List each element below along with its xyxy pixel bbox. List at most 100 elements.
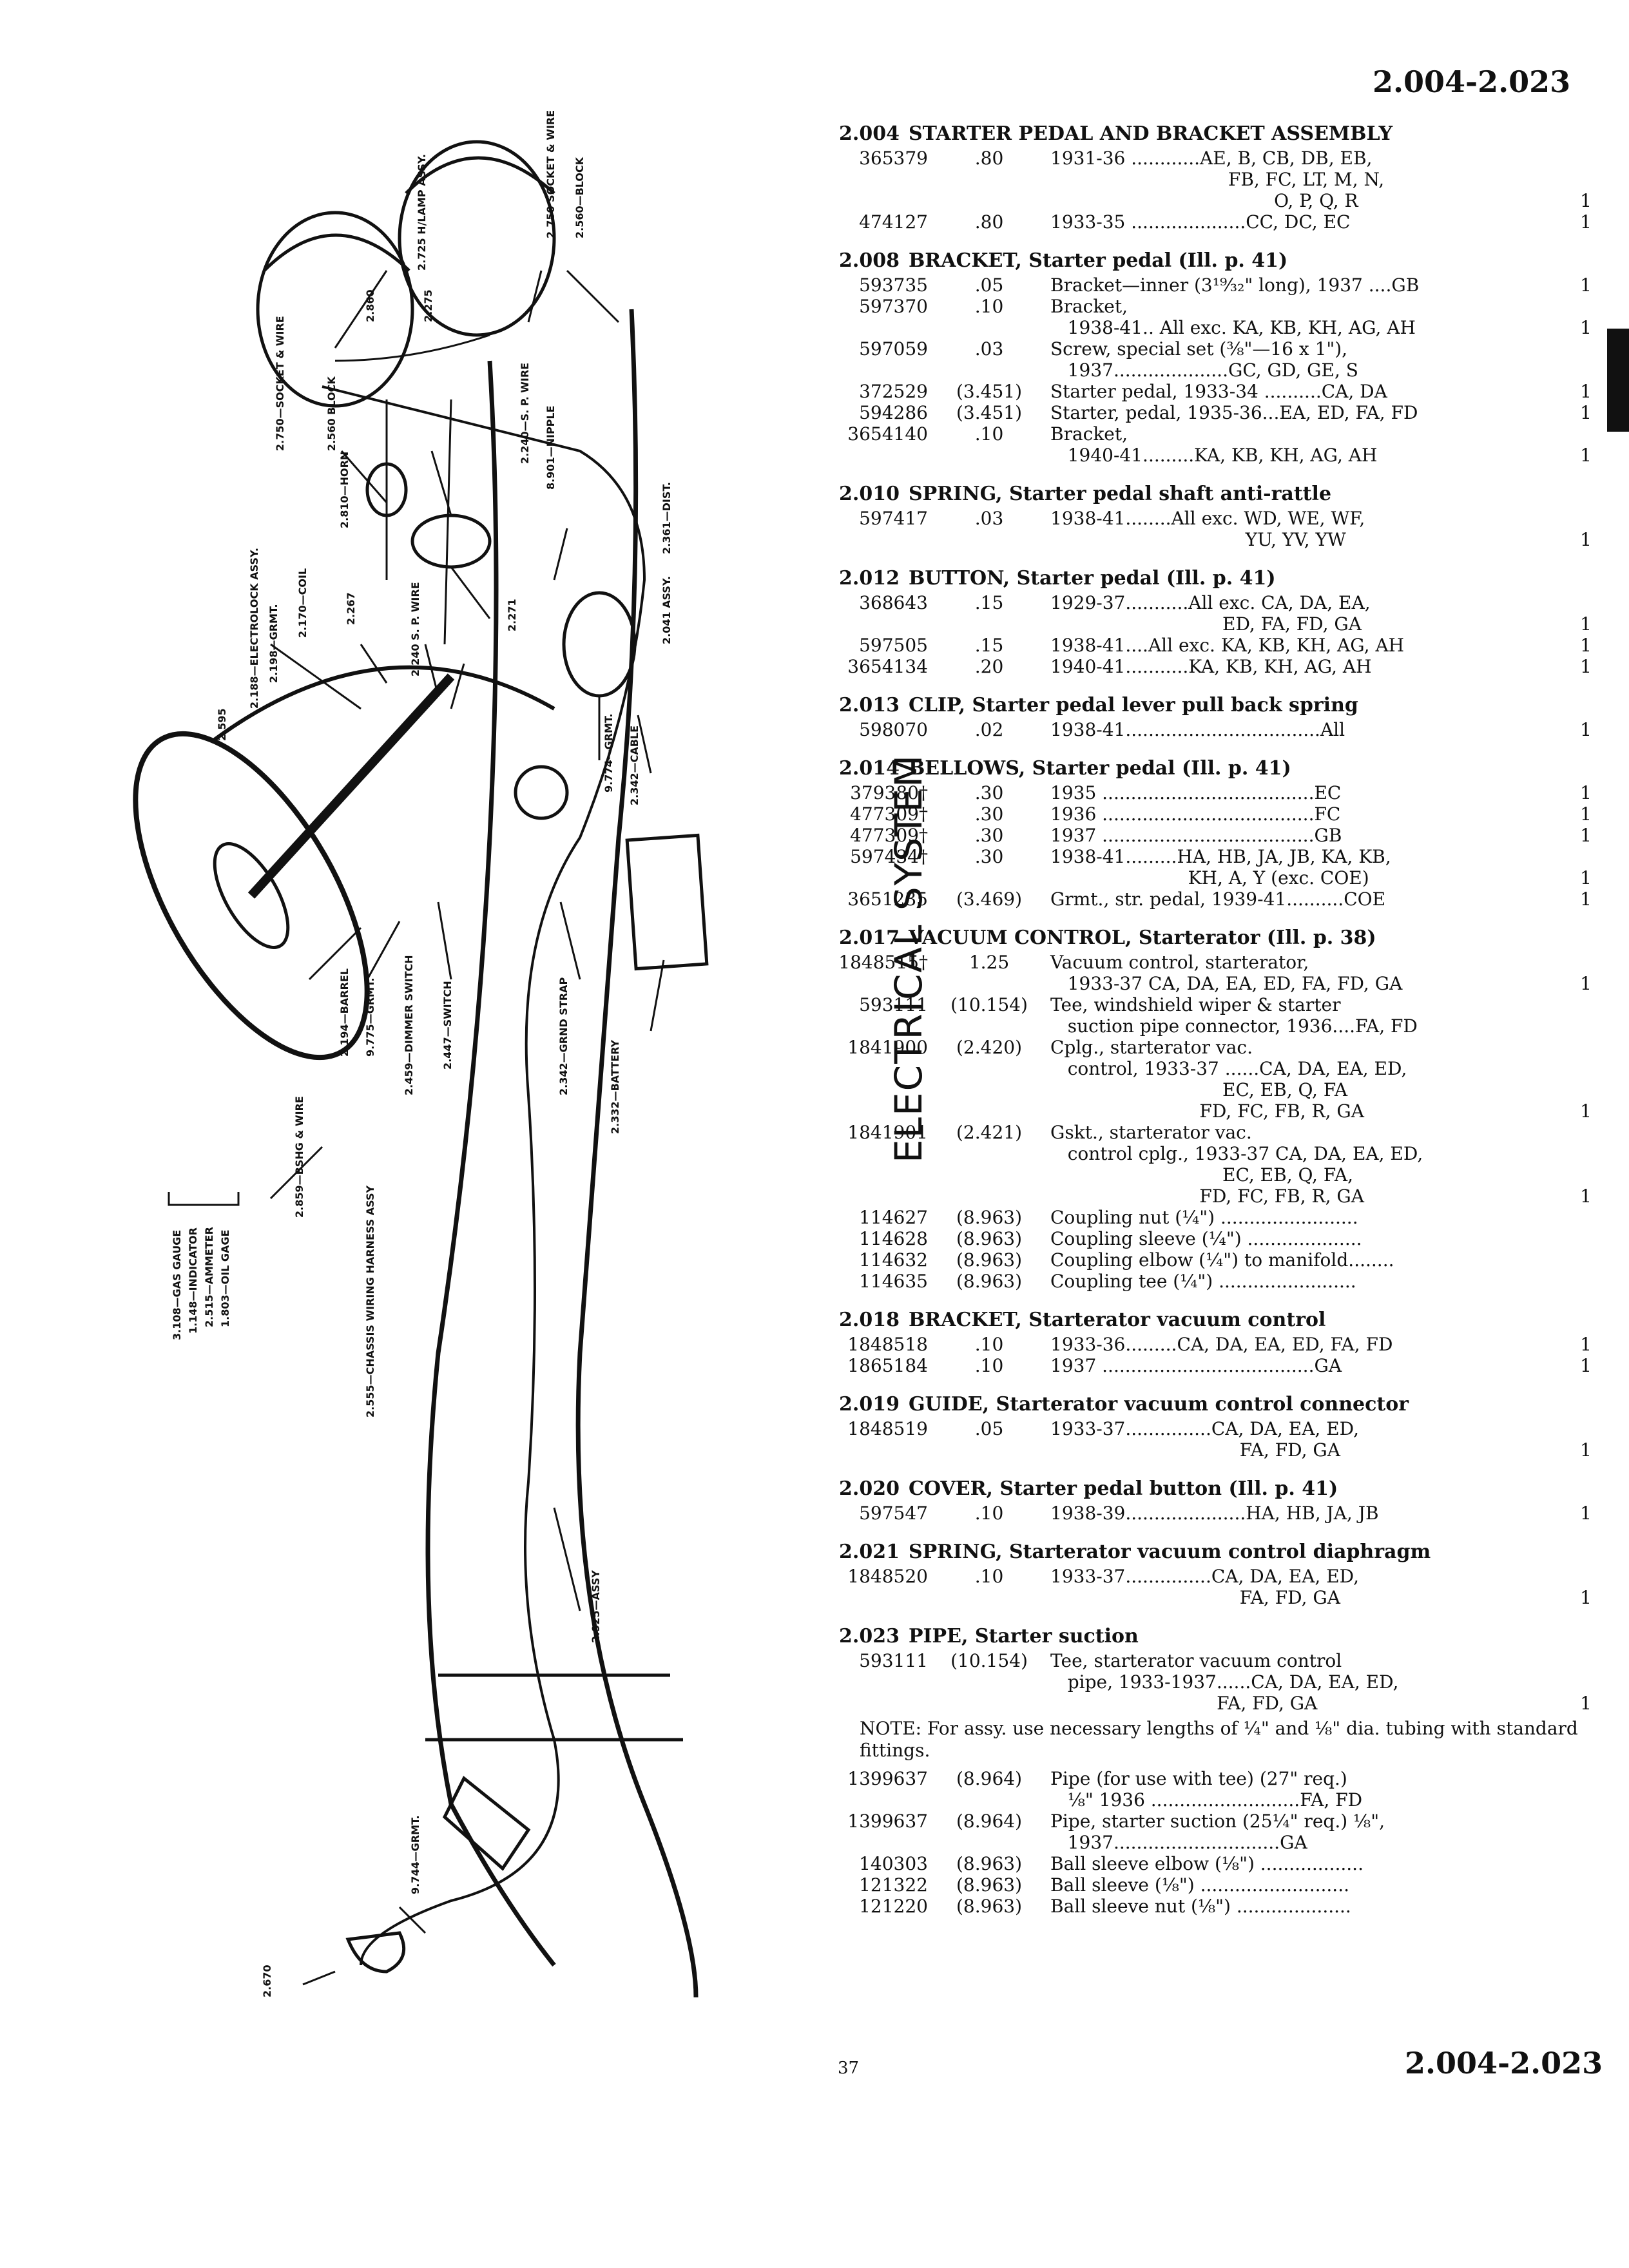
part-number	[831, 1693, 928, 1714]
diagram-label: 2.271	[506, 599, 518, 631]
page-range-footer: 2.004-2.023	[1405, 2046, 1603, 2081]
price: (8.963)	[956, 1207, 1022, 1228]
diagram-label: 2.447—SWITCH	[441, 981, 454, 1070]
price: .10	[974, 296, 1004, 317]
part-row: FB, FC, LT, M, N,	[831, 169, 1592, 190]
quantity	[1547, 508, 1592, 529]
part-number	[831, 190, 928, 211]
quantity	[1547, 423, 1592, 445]
part-number: 365379	[859, 148, 928, 169]
quantity	[1547, 1832, 1592, 1853]
quantity: 1	[1580, 782, 1592, 803]
quantity	[1547, 952, 1592, 973]
description: Starter pedal, 1933-34 ..........CA, DA	[1050, 381, 1387, 402]
quantity: 1	[1580, 889, 1592, 910]
price: .03	[974, 338, 1004, 360]
diagram-label: 2.555—CHASSIS WIRING HARNESS ASSY	[364, 1186, 376, 1418]
price	[928, 1143, 1050, 1164]
description: 1937....................GC, GD, GE, S	[1050, 360, 1358, 381]
description: KH, A, Y (exc. COE)	[1050, 867, 1369, 889]
price: .05	[974, 274, 1004, 296]
description: O, P, Q, R	[1050, 190, 1358, 211]
part-number	[831, 1439, 928, 1461]
part-number: 114632	[859, 1249, 928, 1271]
section-title: BRACKET, Starter pedal (Ill. p. 41)	[908, 249, 1288, 272]
section-title: VACUUM CONTROL, Starterator (Ill. p. 38)	[908, 927, 1376, 949]
diagram-label: 2.560—BLOCK	[574, 157, 586, 238]
diagram-label: 2.859—BSHG & WIRE	[293, 1096, 305, 1218]
quantity: 1	[1580, 211, 1592, 233]
quantity: 1	[1580, 1355, 1592, 1376]
description: ED, FA, FD, GA	[1050, 613, 1362, 635]
part-number	[831, 1164, 928, 1186]
section-number: 2.014	[839, 757, 900, 780]
section-title: SPRING, Starterator vacuum control diaph…	[908, 1541, 1431, 1563]
diagram-label: 2.342—CABLE	[628, 726, 641, 805]
part-number: 3654134	[847, 656, 928, 677]
part-row: 140303(8.963)Ball sleeve elbow (⅛") ....…	[831, 1853, 1592, 1874]
part-number: 597370	[859, 296, 928, 317]
description: FA, FD, GA	[1050, 1693, 1318, 1714]
description: FD, FC, FB, R, GA	[1050, 1100, 1365, 1122]
description: 1935 ...................................…	[1050, 782, 1342, 803]
price: .30	[974, 782, 1004, 803]
quantity: 1	[1580, 656, 1592, 677]
section-number: 2.019	[839, 1393, 900, 1416]
diagram-label: 2.750 SOCKET & WIRE	[545, 110, 557, 238]
steering-wheel	[133, 731, 370, 1061]
part-number: 3654140	[847, 423, 928, 445]
part-row: 114627(8.963)Coupling nut (¼") .........…	[831, 1207, 1592, 1228]
diagram-label: 9.744—GRMT.	[409, 1815, 421, 1894]
price	[928, 529, 1050, 550]
quantity	[1547, 846, 1592, 867]
part-number	[831, 973, 928, 994]
diagram-label: 2.198—GRMT.	[267, 604, 280, 683]
price: .15	[974, 635, 1004, 656]
section-note: NOTE: For assy. use necessary lengths of…	[860, 1718, 1578, 1761]
price: .15	[974, 592, 1004, 613]
price: (8.963)	[956, 1896, 1022, 1917]
price	[928, 867, 1050, 889]
part-number	[831, 1015, 928, 1037]
quantity	[1547, 296, 1592, 317]
description: 1937 ...................................…	[1050, 825, 1342, 846]
part-row: 1399637(8.964)Pipe, starter suction (25¼…	[831, 1811, 1592, 1832]
price	[928, 613, 1050, 635]
section-number: 2.010	[839, 483, 900, 505]
part-number	[831, 1587, 928, 1608]
price	[928, 1671, 1050, 1693]
description: 1933-37...............CA, DA, EA, ED,	[1050, 1418, 1360, 1439]
price: .10	[974, 423, 1004, 445]
part-number	[831, 1143, 928, 1164]
quantity	[1547, 1058, 1592, 1079]
price	[928, 1439, 1050, 1461]
part-number: 368643	[859, 592, 928, 613]
price	[928, 1058, 1050, 1079]
description: Tee, starterator vacuum control	[1050, 1650, 1342, 1671]
part-row: 3651235(3.469)Grmt., str. pedal, 1939-41…	[831, 889, 1592, 910]
right-headlamp	[398, 140, 556, 337]
description: Coupling nut (¼") ......................…	[1050, 1207, 1358, 1228]
quantity	[1547, 1874, 1592, 1896]
diagram-label: 2.515—AMMETER	[203, 1227, 215, 1327]
part-row: ⅛" 1936 ..........................FA, FD	[831, 1789, 1592, 1811]
description: ⅛" 1936 ..........................FA, FD	[1050, 1789, 1363, 1811]
part-number	[831, 1058, 928, 1079]
diagram-label: 2.188—ELECTROLOCK ASSY.	[248, 548, 260, 709]
